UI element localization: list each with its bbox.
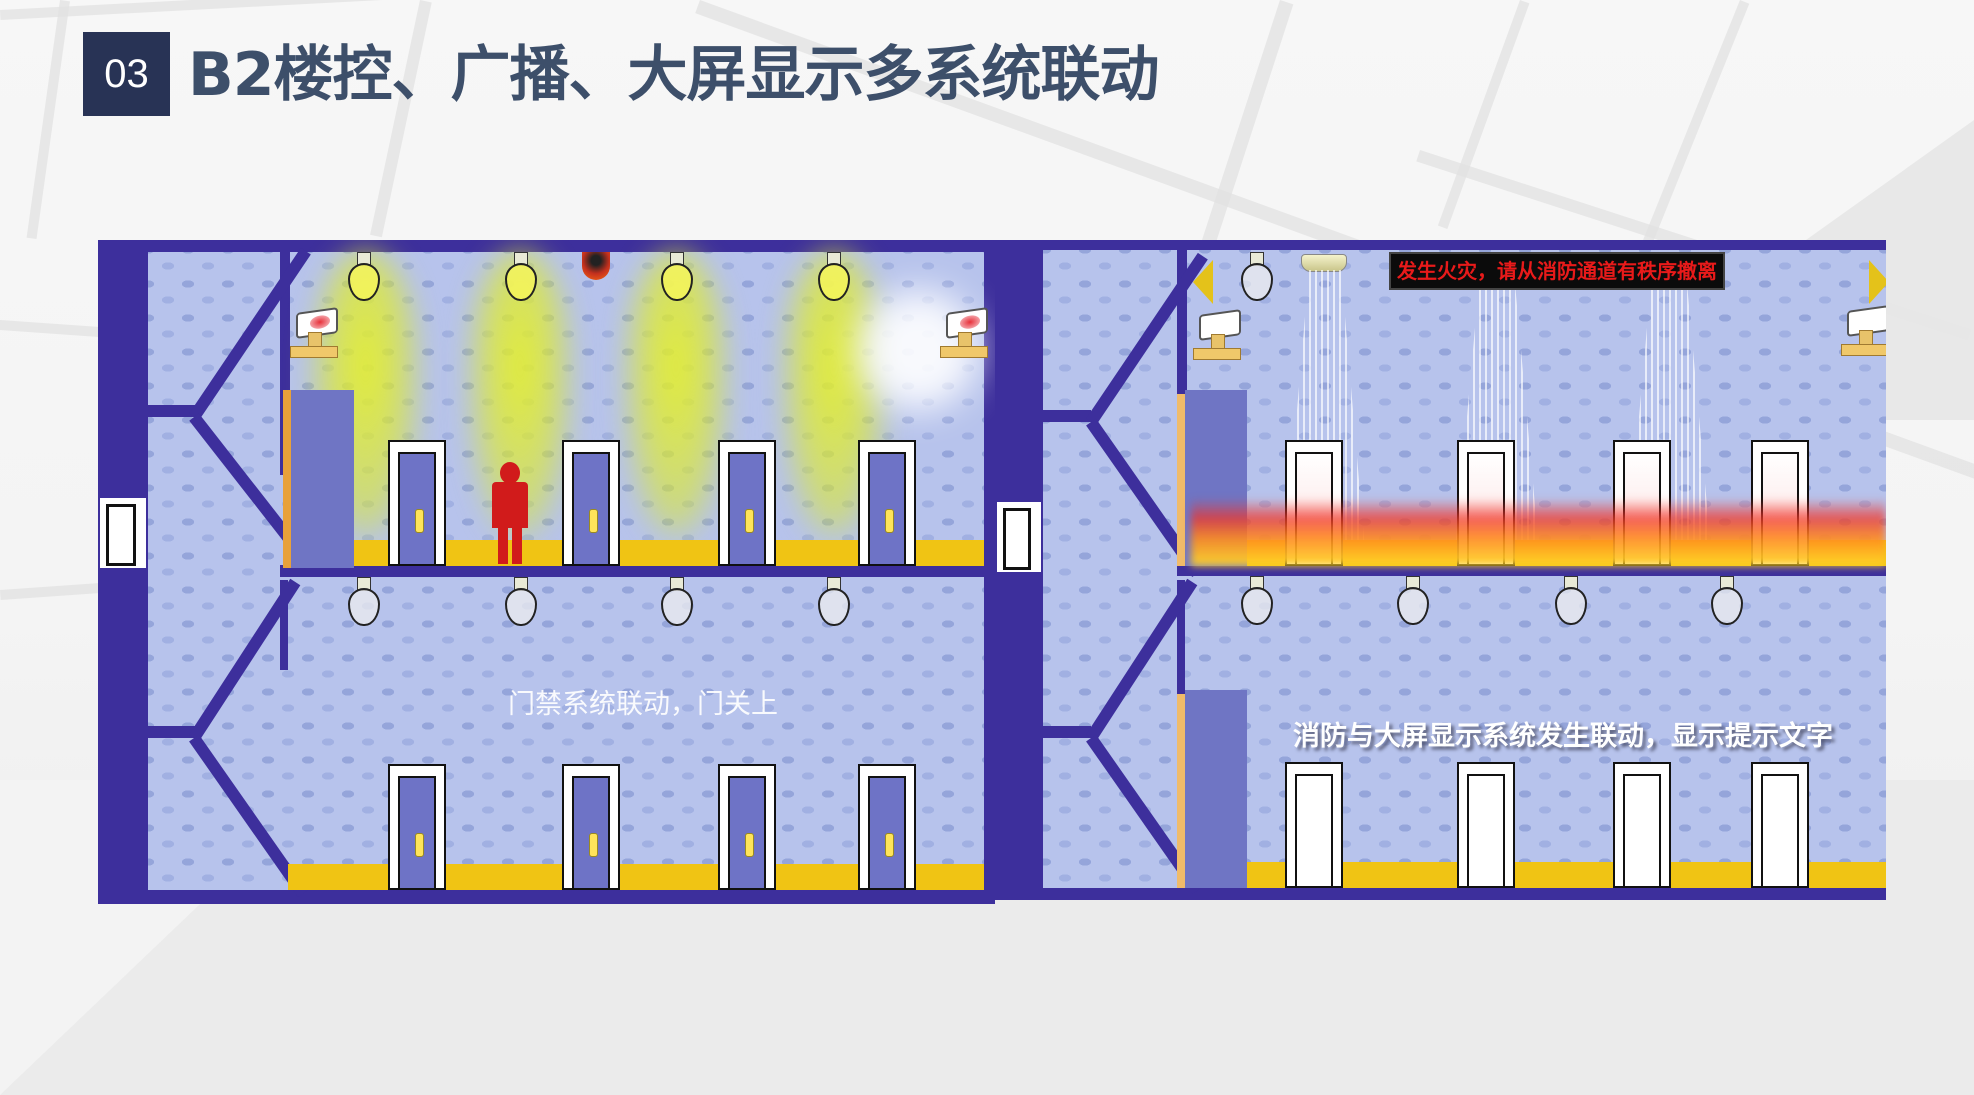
camera-icon	[940, 307, 988, 366]
door-icon	[1751, 762, 1809, 888]
section-number-badge: 03	[83, 32, 170, 116]
door-icon	[1457, 762, 1515, 888]
door-icon	[562, 440, 620, 566]
light-bulb-icon	[816, 252, 850, 301]
elevator-icon	[997, 502, 1041, 572]
door-icon	[388, 764, 446, 890]
light-bulb-icon	[346, 252, 380, 301]
door-icon	[562, 764, 620, 890]
door-icon	[718, 440, 776, 566]
light-bulb-icon	[1553, 576, 1587, 625]
camera-icon	[1193, 309, 1241, 368]
person-icon	[492, 462, 528, 566]
elevator-icon	[100, 498, 146, 568]
speaker-icon	[1193, 260, 1213, 304]
fire-icon	[1191, 498, 1886, 566]
door-icon	[718, 764, 776, 890]
left-scene-panel: 门禁系统联动，门关上	[98, 240, 995, 904]
light-bulb-icon	[1239, 252, 1273, 301]
sprinkler-icon	[1301, 254, 1347, 272]
light-bulb-icon	[503, 577, 537, 626]
door-icon	[1285, 762, 1343, 888]
led-sign-icon: 发生火灾，请从消防通道有秩序撤离	[1389, 252, 1725, 290]
light-bulb-icon	[1709, 576, 1743, 625]
light-bulb-icon	[346, 577, 380, 626]
right-scene-panel: 发生火灾，请从消防通道有秩序撤离 消防与大屏显示系统发生联动，显示提示文字	[995, 240, 1886, 900]
light-bulb-icon	[816, 577, 850, 626]
light-bulb-icon	[659, 577, 693, 626]
slide-title: B2楼控、广播、大屏显示多系统联动	[188, 40, 1159, 110]
light-bulb-icon	[503, 252, 537, 301]
door-icon	[858, 764, 916, 890]
alarm-light-icon	[582, 252, 610, 280]
door-icon	[858, 440, 916, 566]
left-panel-caption: 门禁系统联动，门关上	[508, 689, 778, 720]
light-bulb-icon	[1395, 576, 1429, 625]
door-icon	[388, 440, 446, 566]
door-icon	[1613, 762, 1671, 888]
camera-icon	[1841, 305, 1886, 364]
light-bulb-icon	[1239, 576, 1273, 625]
right-panel-caption: 消防与大屏显示系统发生联动，显示提示文字	[1293, 721, 1833, 752]
camera-icon	[290, 307, 338, 366]
speaker-icon	[1869, 260, 1886, 304]
light-bulb-icon	[659, 252, 693, 301]
